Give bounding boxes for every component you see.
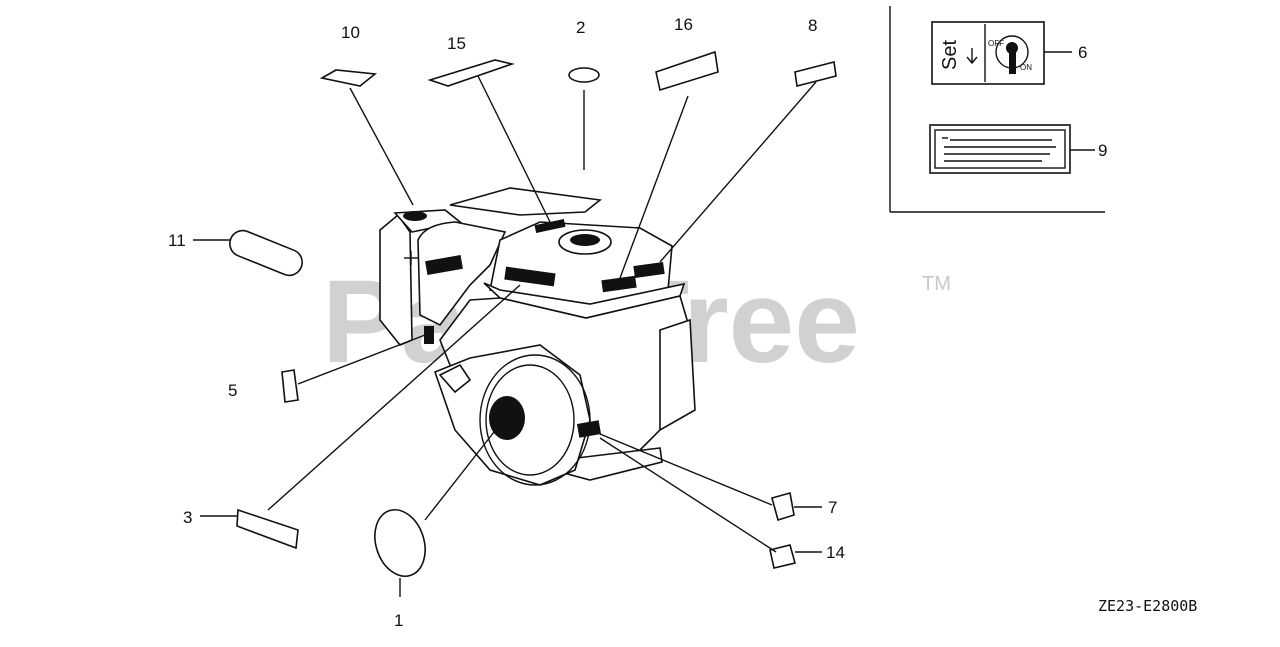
diagram-code: ZE23-E2800B [1098,597,1197,615]
part-8-decal [794,61,837,87]
part-15-decal [427,59,515,87]
callout-14: 14 [826,543,845,562]
callout-10: 10 [341,23,360,42]
label-6-choke-decal: Set OFF ON [931,21,1072,85]
label-9-caution-decal [929,124,1095,174]
part-7-decal [771,491,795,522]
callout-2: 2 [576,18,585,37]
part-14-decal [769,544,796,569]
callout-15: 15 [447,34,466,53]
callout-16: 16 [674,15,693,34]
part-1-decal [374,509,426,577]
callout-11: 11 [168,231,186,250]
callout-5: 5 [228,381,237,400]
part-5-decal [281,369,299,403]
part-2-decal [568,67,600,83]
callout-9: 9 [1098,141,1107,160]
part-3-decal [236,508,299,550]
part-11-decal [229,229,303,277]
part-10-decal [319,69,378,87]
callout-6: 6 [1078,43,1087,62]
leader-lines [193,75,822,597]
label-6-set-text: Set [939,40,961,70]
callout-7: 7 [828,498,837,517]
watermark-tm: TM [922,273,951,295]
callout-3: 3 [183,508,192,527]
callout-1: 1 [394,611,403,630]
callout-8: 8 [808,16,817,35]
part-16-decal [655,50,719,92]
engine-illustration [379,187,696,486]
label-6-off-text: OFF [988,39,1004,48]
inset-frame [889,6,1105,213]
label-6-on-text: ON [1020,63,1032,72]
